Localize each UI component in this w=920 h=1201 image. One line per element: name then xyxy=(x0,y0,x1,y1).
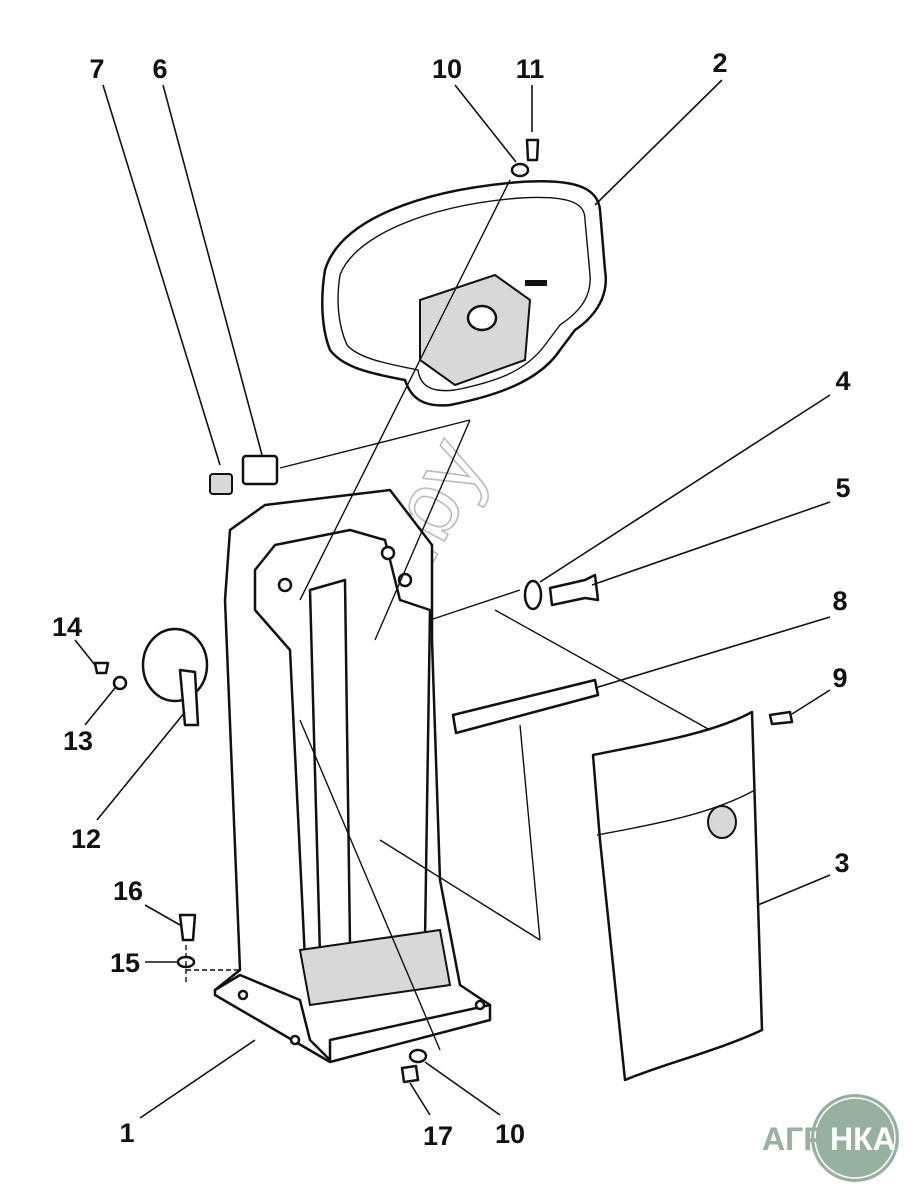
callout-9: 9 xyxy=(832,663,847,693)
part-10b-washer xyxy=(408,1048,428,1064)
callout-8: 8 xyxy=(832,586,847,616)
part-8-bar xyxy=(451,678,600,735)
callout-10b: 10 xyxy=(495,1119,525,1149)
callout-4: 4 xyxy=(835,366,850,396)
part-5-plug xyxy=(548,573,600,607)
part-6-switch xyxy=(241,454,279,486)
callout-1: 1 xyxy=(119,1118,134,1148)
callout-14: 14 xyxy=(52,612,82,642)
callout-5: 5 xyxy=(835,473,850,503)
callout-2: 2 xyxy=(712,48,727,78)
leader-lines xyxy=(74,79,831,1119)
callout-16: 16 xyxy=(113,876,143,906)
part-7-clip xyxy=(209,473,233,495)
agronka-logo: АГРО НКА xyxy=(762,1094,899,1182)
callout-11: 11 xyxy=(516,54,545,84)
part-12-bracket xyxy=(141,627,209,727)
callout-10: 10 xyxy=(432,54,462,84)
callout-15: 15 xyxy=(110,948,140,978)
assembly-lines xyxy=(185,179,711,1051)
part-17-nut xyxy=(400,1064,420,1084)
part-9-screw xyxy=(768,710,794,726)
part-3-cover xyxy=(591,710,764,1082)
part-16-bolt xyxy=(178,913,197,942)
callout-17: 17 xyxy=(423,1121,453,1151)
part-1-column-frame xyxy=(213,488,492,1064)
part-11-bolt xyxy=(525,138,540,162)
part-10-washer xyxy=(510,162,530,178)
svg-text:АГРО: АГРО xyxy=(762,1121,849,1157)
callout-12: 12 xyxy=(71,824,101,854)
callout-3: 3 xyxy=(834,848,849,878)
part-14-bolt xyxy=(93,661,110,675)
callout-6: 6 xyxy=(152,54,167,84)
part-13-nut xyxy=(112,675,128,691)
svg-text:НКА: НКА xyxy=(830,1121,896,1157)
callout-13: 13 xyxy=(63,726,93,756)
part-2-dashboard-housing xyxy=(321,180,608,407)
part-4-washer xyxy=(523,579,543,611)
callout-7: 7 xyxy=(89,54,104,84)
